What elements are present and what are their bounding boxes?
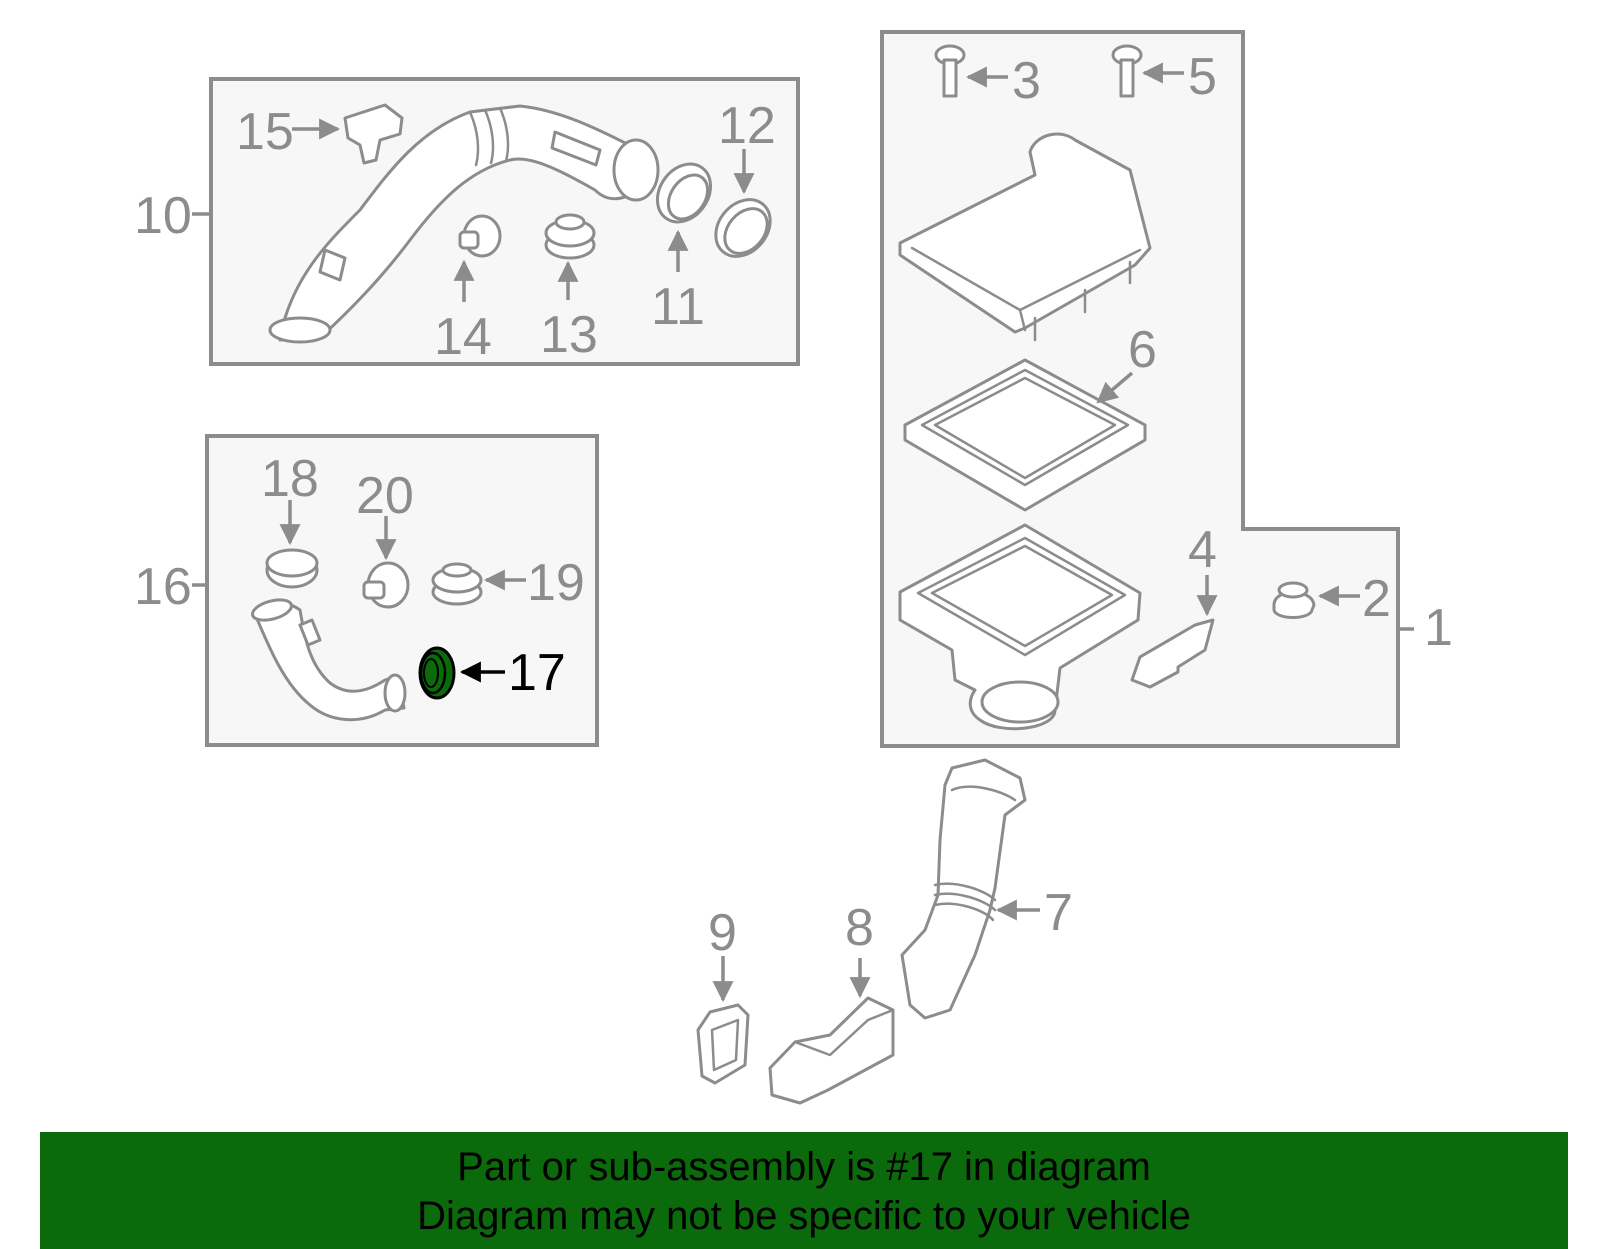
sensor-part-15[interactable] <box>292 103 404 165</box>
cap-part-2[interactable] <box>1272 581 1360 619</box>
bolt-part-5[interactable] <box>1111 44 1184 98</box>
callout-12: 12 <box>718 97 776 155</box>
callout-18: 18 <box>261 450 319 508</box>
clip-part-20[interactable] <box>362 516 410 609</box>
seal-part-17-highlighted[interactable] <box>418 646 505 700</box>
info-banner: Part or sub-assembly is #17 in diagram D… <box>40 1132 1568 1249</box>
bracket-part-9[interactable] <box>696 956 750 1085</box>
callout-5: 5 <box>1188 48 1217 106</box>
callout-1: 1 <box>1424 599 1453 657</box>
hose-part-16[interactable] <box>250 596 407 722</box>
callout-2: 2 <box>1362 570 1391 628</box>
duct-part-8[interactable] <box>768 958 895 1105</box>
banner-line-1: Part or sub-assembly is #17 in diagram <box>457 1145 1151 1189</box>
intake-duct-part-10[interactable] <box>268 104 660 344</box>
clip-part-14[interactable] <box>453 214 502 302</box>
grommet-part-19[interactable] <box>431 562 526 606</box>
callout-10: 10 <box>134 187 192 245</box>
callout-20: 20 <box>356 467 414 525</box>
callout-4: 4 <box>1188 521 1217 579</box>
grommet-part-13[interactable] <box>544 213 596 300</box>
callout-3: 3 <box>1012 52 1041 110</box>
callout-15: 15 <box>236 103 294 161</box>
callout-7: 7 <box>1044 884 1073 942</box>
callout-6: 6 <box>1128 321 1157 379</box>
clamp-part-11[interactable] <box>647 154 722 272</box>
callout-11: 11 <box>651 278 705 336</box>
clamp-part-18[interactable] <box>265 500 319 589</box>
bracket-part-4[interactable] <box>1130 575 1218 689</box>
bolt-part-3[interactable] <box>934 44 1008 98</box>
callout-14: 14 <box>434 308 492 366</box>
duct-part-7[interactable] <box>900 758 1040 1020</box>
callout-13: 13 <box>540 306 598 364</box>
filter-part-6[interactable] <box>903 358 1147 512</box>
housing-base[interactable] <box>898 523 1142 731</box>
callout-16: 16 <box>134 558 192 616</box>
callout-9: 9 <box>708 904 737 962</box>
clamp-part-12[interactable] <box>705 149 782 267</box>
housing-cover[interactable] <box>898 132 1152 342</box>
banner-line-2: Diagram may not be specific to your vehi… <box>417 1194 1191 1238</box>
callout-8: 8 <box>845 899 874 957</box>
callout-17: 17 <box>508 644 566 702</box>
callout-19: 19 <box>527 554 585 612</box>
